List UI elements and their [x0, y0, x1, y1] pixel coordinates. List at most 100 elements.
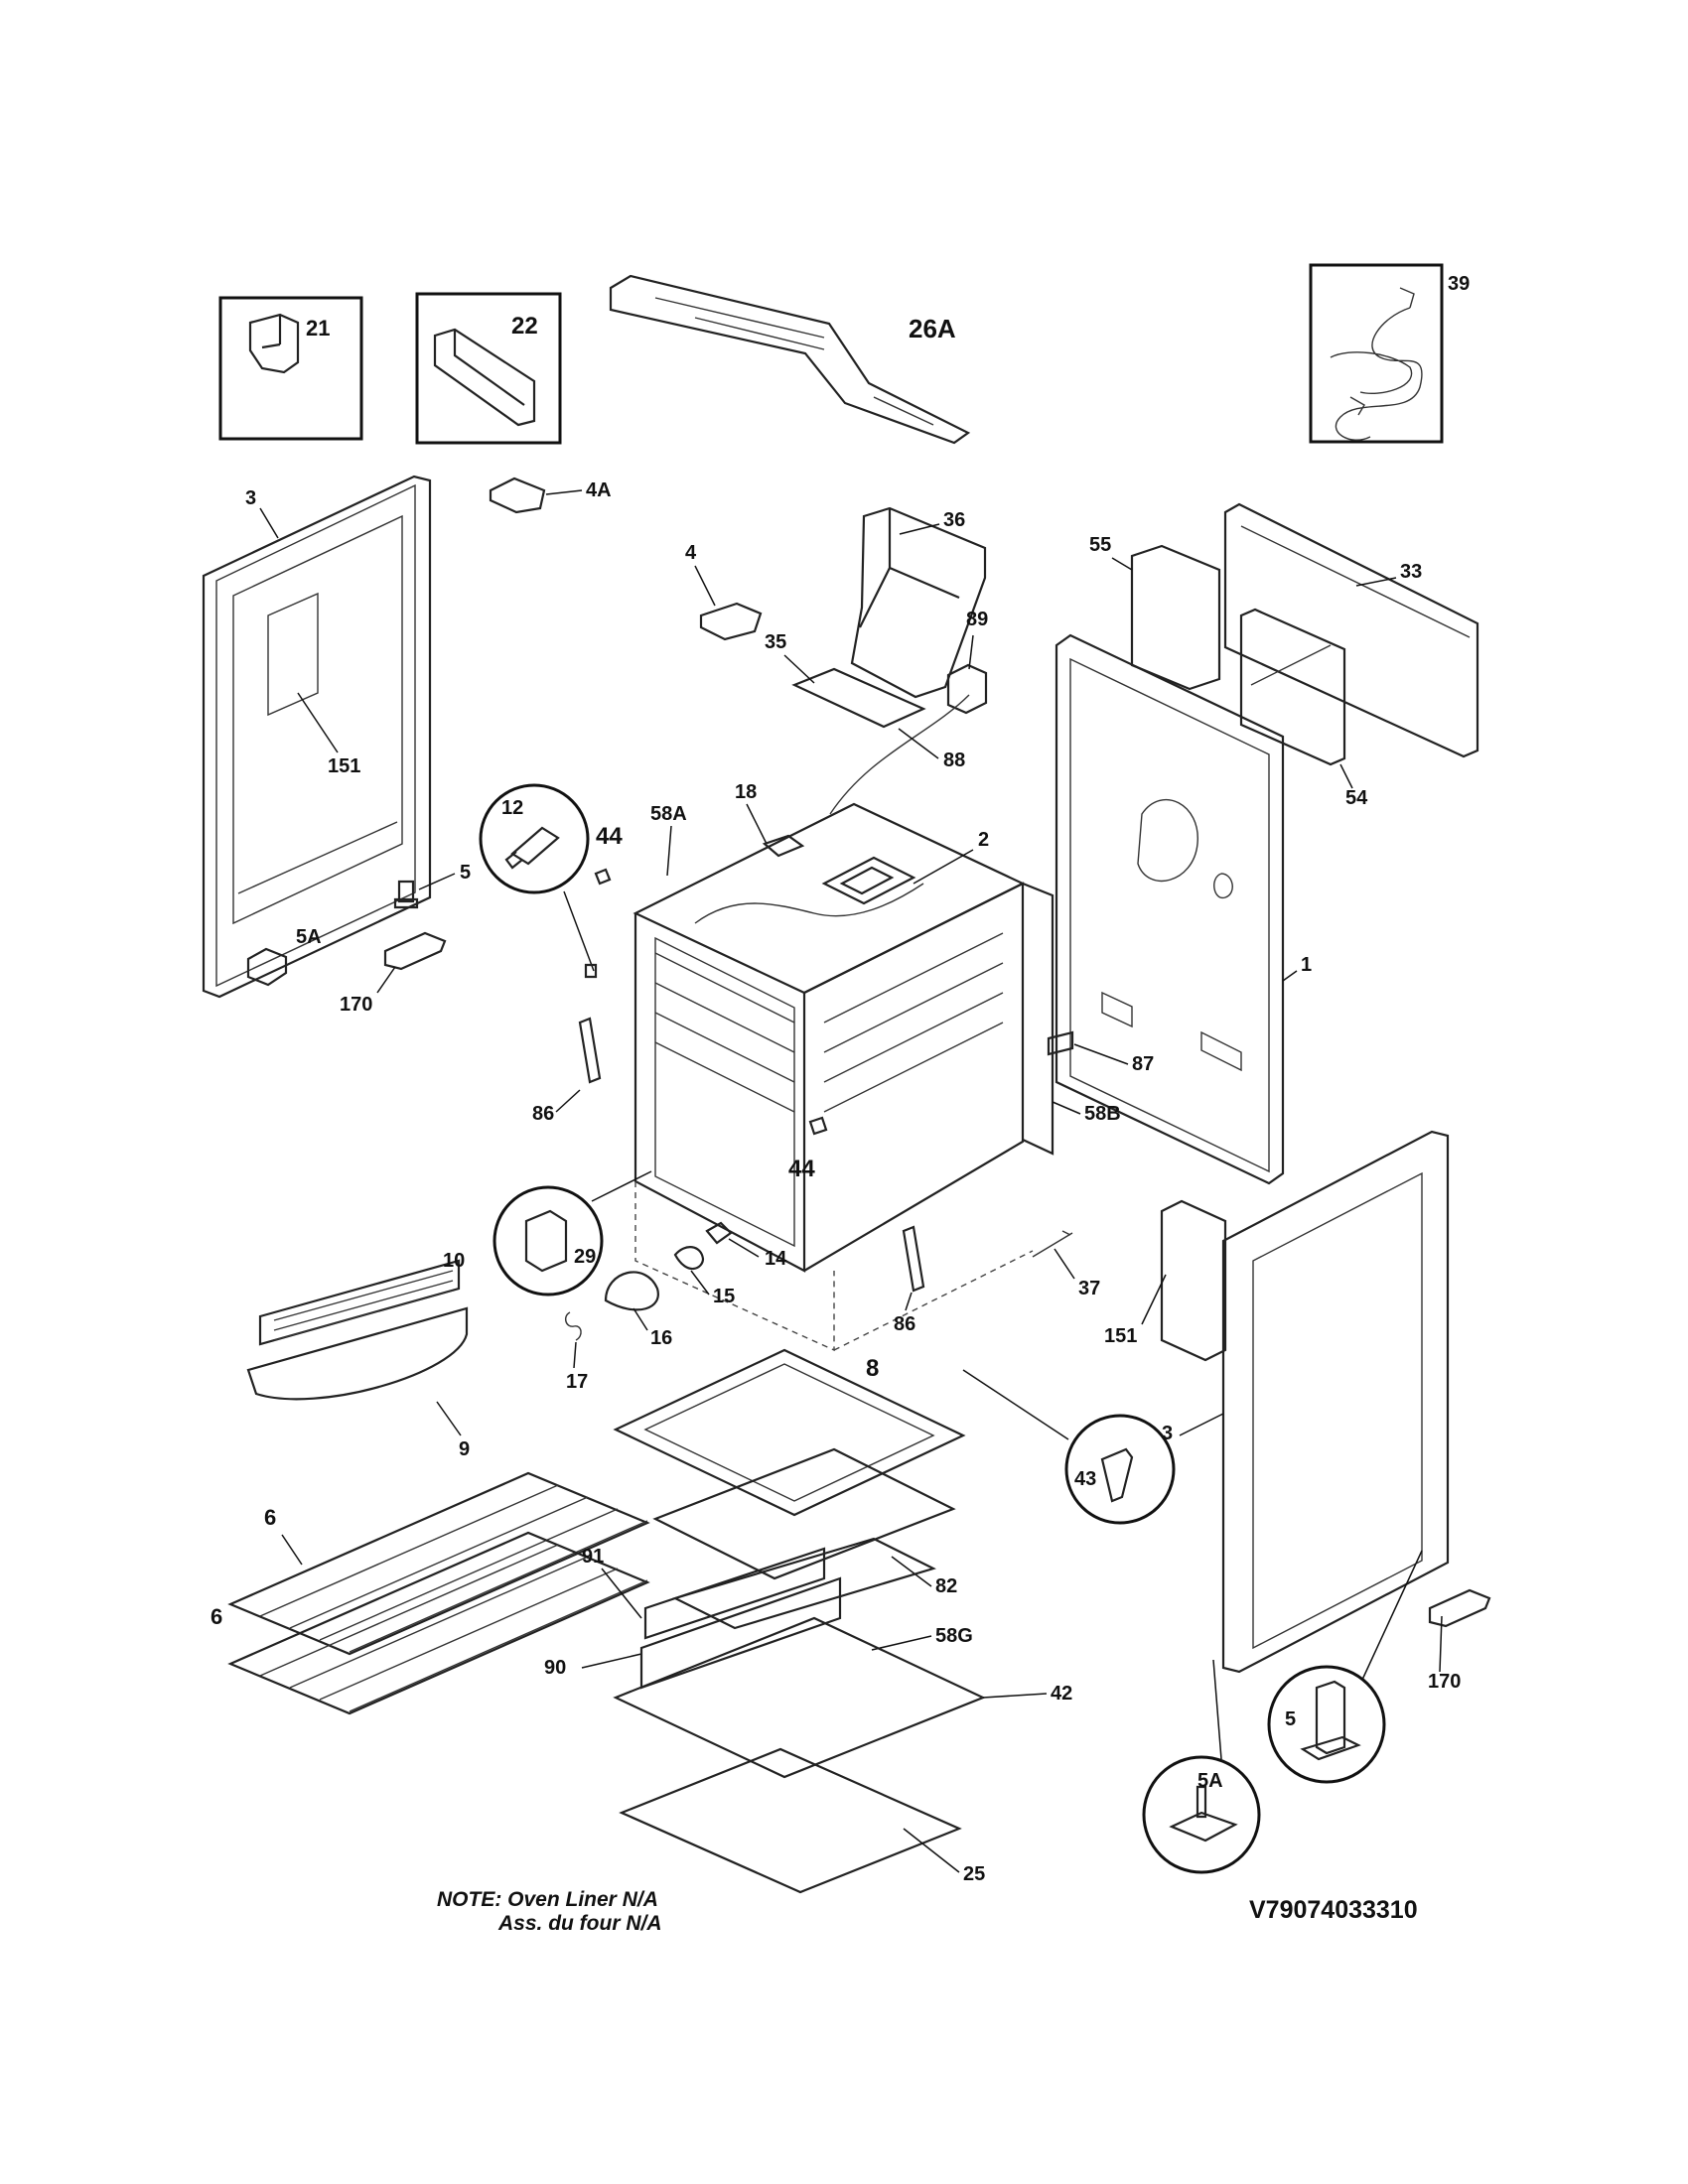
side-panel-right-3	[1221, 1130, 1450, 1674]
leader-170-left	[376, 966, 396, 994]
leader-29	[591, 1170, 652, 1202]
label-89: 89	[966, 609, 988, 630]
vent-duct-36	[850, 506, 987, 699]
leader-54	[1339, 763, 1353, 789]
leader-58b	[1052, 1101, 1081, 1115]
inset-part-5a-right	[1142, 1755, 1261, 1874]
back-cover-33-detail	[1240, 525, 1471, 686]
inset-part-29	[492, 1185, 604, 1297]
label-12: 12	[501, 797, 523, 819]
bracket-86-right	[902, 1225, 925, 1293]
leader-86-right	[905, 1292, 913, 1311]
leader-43	[962, 1369, 1069, 1440]
label-6-a: 6	[264, 1505, 276, 1530]
label-82: 82	[935, 1575, 957, 1597]
label-22: 22	[511, 313, 538, 340]
note-line-1: NOTE: Oven Liner N/A	[437, 1888, 658, 1911]
label-87: 87	[1132, 1053, 1154, 1075]
oven-rack-6-upper	[227, 1471, 650, 1656]
leader-25	[903, 1828, 960, 1873]
label-36: 36	[943, 509, 965, 531]
label-26a: 26A	[909, 314, 956, 343]
label-5a-right: 5A	[1197, 1770, 1223, 1792]
broiler-pan-9	[246, 1306, 469, 1401]
sensor-12-tip	[584, 963, 598, 979]
heat-shield-55	[1130, 544, 1221, 691]
leader-35	[783, 654, 815, 684]
label-15: 15	[713, 1286, 735, 1307]
label-91: 91	[582, 1546, 604, 1568]
label-3-right: 3	[1162, 1423, 1173, 1444]
leader-36	[899, 523, 940, 535]
oven-bottom-8	[613, 1348, 966, 1517]
part-44-top	[594, 868, 612, 886]
side-panel-left-3	[202, 475, 432, 999]
label-35: 35	[765, 631, 786, 653]
label-8: 8	[866, 1355, 879, 1382]
bracket-90	[639, 1576, 842, 1690]
back-cover-33	[1223, 502, 1479, 758]
label-10: 10	[443, 1250, 465, 1272]
leader-3-right	[1179, 1413, 1224, 1436]
leader-91	[601, 1568, 642, 1619]
lamp-cover-16	[604, 1271, 659, 1311]
inset-part-22	[415, 292, 562, 445]
label-33: 33	[1400, 561, 1422, 583]
part-18	[762, 834, 805, 858]
label-1: 1	[1301, 954, 1312, 976]
label-4: 4	[685, 542, 697, 564]
leader-33	[1355, 577, 1397, 587]
leader-16	[633, 1307, 648, 1331]
leader-12	[563, 890, 595, 972]
broiler-grid-10-slots	[273, 1270, 454, 1341]
label-54: 54	[1345, 787, 1368, 809]
lamp-bulb-15	[673, 1246, 705, 1271]
oven-rack-6-lower	[227, 1531, 650, 1715]
leader-6-a	[281, 1534, 303, 1566]
leader-5-left	[418, 873, 456, 890]
part-44-mid	[808, 1116, 828, 1136]
leader-58a	[666, 825, 672, 877]
leader-58g	[871, 1635, 932, 1651]
label-2: 2	[978, 829, 989, 851]
back-panel-1	[1055, 633, 1285, 1185]
oven-cavity	[633, 802, 1055, 1352]
label-4a: 4A	[586, 479, 612, 501]
leader-5a-right	[1212, 1659, 1222, 1760]
label-88: 88	[943, 750, 965, 771]
label-170-right: 170	[1428, 1671, 1461, 1693]
inset-part-43	[1064, 1414, 1176, 1525]
inset-part-5-right	[1267, 1665, 1386, 1784]
bake-element-58g	[672, 1537, 936, 1630]
gasket-35	[791, 667, 926, 729]
label-43: 43	[1074, 1468, 1096, 1490]
leader-4a	[545, 489, 583, 495]
top-bracket-26a	[609, 274, 971, 445]
clip-right-170	[1428, 1588, 1491, 1628]
label-151-right: 151	[1104, 1325, 1137, 1347]
label-18: 18	[735, 781, 757, 803]
leader-89	[968, 634, 974, 670]
label-39: 39	[1448, 273, 1470, 295]
leader-18	[746, 803, 768, 845]
label-16: 16	[650, 1327, 672, 1349]
leader-88	[898, 728, 939, 759]
label-90: 90	[544, 1657, 566, 1679]
label-58b: 58B	[1084, 1103, 1121, 1125]
drawing-code: V79074033310	[1249, 1896, 1418, 1924]
label-5-left: 5	[460, 862, 471, 884]
leveler-left-5	[393, 880, 419, 909]
leader-151-left	[297, 692, 339, 753]
leader-5-right	[1361, 1550, 1423, 1681]
label-58g: 58G	[935, 1625, 973, 1647]
leader-1	[1282, 970, 1298, 982]
leader-3-top	[259, 507, 279, 539]
bracket-86-left	[578, 1017, 602, 1084]
leader-87	[1073, 1043, 1129, 1065]
leader-151-right	[1141, 1274, 1167, 1325]
label-44-mid: 44	[788, 1156, 815, 1182]
leader-17	[573, 1341, 577, 1369]
note-line-2: Ass. du four N/A	[498, 1912, 662, 1935]
label-17: 17	[566, 1371, 588, 1393]
